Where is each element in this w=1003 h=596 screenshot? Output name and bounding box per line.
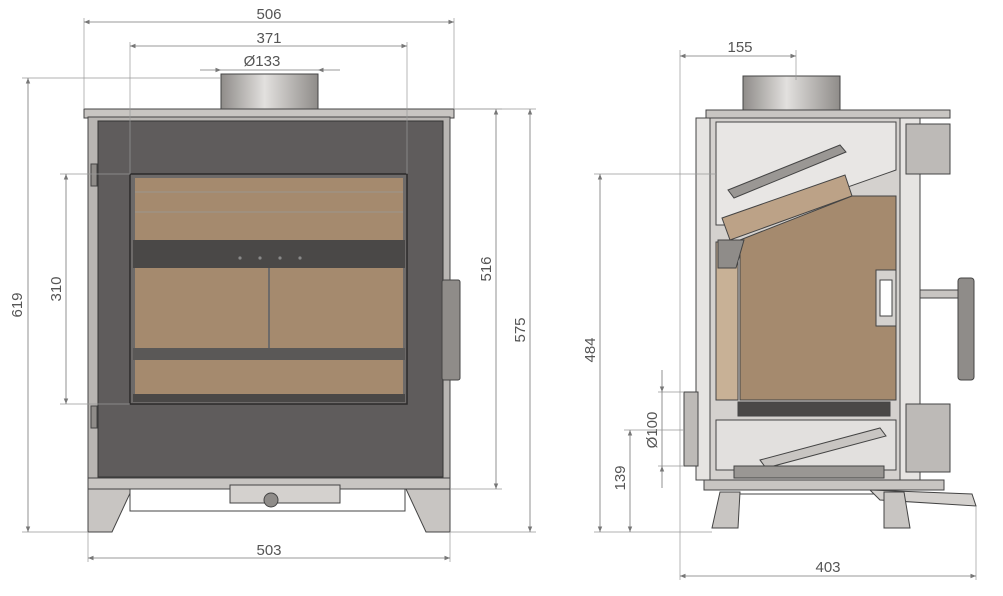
dim-front-total-height: 619 <box>9 292 26 317</box>
side-ash-deflector <box>759 427 887 469</box>
side-ash-chamber <box>715 419 897 471</box>
dim-side-flue-offset: 155 <box>727 39 752 56</box>
dim-side-flue-center-height: 484 <box>582 337 599 362</box>
side-rear-outlet-collar <box>905 123 951 175</box>
side-baffle-plate <box>727 144 847 199</box>
side-leg-front <box>711 491 741 529</box>
front-hearth-lip <box>133 394 405 402</box>
side-handle-grip <box>957 277 975 381</box>
front-hearth <box>135 360 403 394</box>
side-top-plate <box>705 109 951 119</box>
dim-side-rear-outlet-height: 139 <box>612 465 629 490</box>
dim-front-width-top: 506 <box>256 6 281 23</box>
front-firebrick-lower-right <box>270 268 403 348</box>
front-leg-left <box>87 488 133 533</box>
side-base-frame <box>703 479 945 491</box>
side-grate <box>737 401 891 417</box>
side-door-edge <box>695 117 711 481</box>
side-front-spigot <box>683 391 699 467</box>
dim-flue-diameter: Ø133 <box>244 53 281 70</box>
side-rear-air-inlet <box>905 403 951 473</box>
dim-front-body-height: 516 <box>478 256 495 281</box>
side-air-deflector <box>717 239 745 269</box>
side-control-slot <box>879 279 893 317</box>
front-dimensions: 506 371 Ø133 619 310 516 575 503 <box>9 6 536 562</box>
front-door-handle <box>441 279 461 381</box>
front-leg-right <box>405 488 451 533</box>
dim-front-height-no-flue: 575 <box>512 317 529 342</box>
front-door-hinge-bottom <box>90 405 98 429</box>
front-view <box>83 73 461 533</box>
front-baffle-bar <box>133 240 405 268</box>
side-ashpan <box>733 465 885 479</box>
side-leg-rear <box>883 491 911 529</box>
front-door-hinge-top <box>90 163 98 187</box>
dim-front-glass-width: 371 <box>256 30 281 47</box>
side-section-view <box>683 75 977 529</box>
front-grate-bar <box>133 348 405 360</box>
front-firebrick-lower-left <box>135 268 268 348</box>
front-baffle-bolt <box>238 256 242 260</box>
front-firebrick-upper <box>135 178 403 240</box>
front-baffle-bolt <box>258 256 262 260</box>
side-handle-stem <box>919 289 959 299</box>
side-dimensions: 155 484 Ø100 139 403 <box>582 39 977 580</box>
front-flue-collar <box>220 73 319 111</box>
dim-front-glass-height: 310 <box>48 276 65 301</box>
front-baffle-bolt <box>298 256 302 260</box>
front-baffle-bolt <box>278 256 282 260</box>
dim-front-leg-width: 503 <box>256 542 281 559</box>
front-air-control-knob <box>263 492 279 508</box>
front-air-control <box>229 484 341 504</box>
dim-side-depth: 403 <box>815 559 840 576</box>
